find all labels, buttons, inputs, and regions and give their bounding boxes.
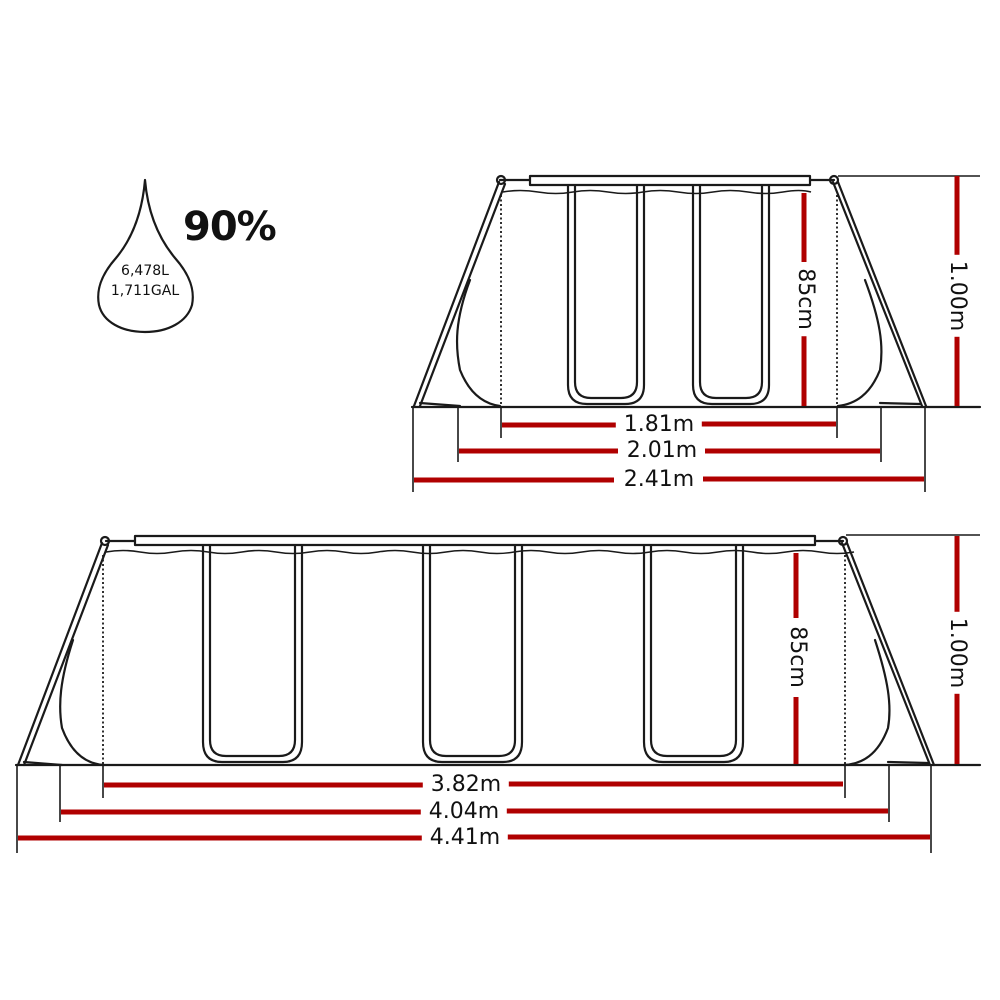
small-pool-height-label: 1.00m	[945, 254, 970, 338]
large-pool-dimension-lines	[18, 536, 960, 841]
water-drop-icon	[97, 178, 194, 334]
small-pool-water-depth-label: 85cm	[793, 262, 818, 336]
large-pool-inner-length-label: 3.82m	[422, 774, 510, 796]
small-pool-dimension-lines	[414, 176, 960, 483]
small-pool-inner-width-label: 1.81m	[615, 414, 703, 436]
small-pool-frame-width-label: 2.41m	[615, 469, 703, 491]
large-pool-frame-length-label: 4.41m	[421, 827, 509, 849]
large-pool-drawing	[14, 534, 982, 853]
small-pool-drawing	[410, 174, 982, 492]
water-fill-percent: 90%	[183, 204, 277, 250]
large-pool-height-label: 1.00m	[945, 611, 970, 695]
small-pool-wall-width-label: 2.01m	[618, 440, 706, 462]
water-volume-gallons: 1,711GAL	[110, 283, 180, 299]
large-pool-water-depth-label: 85cm	[785, 620, 810, 694]
large-pool-wall-length-label: 4.04m	[420, 801, 508, 823]
water-volume-liters: 6,478L	[121, 263, 169, 279]
